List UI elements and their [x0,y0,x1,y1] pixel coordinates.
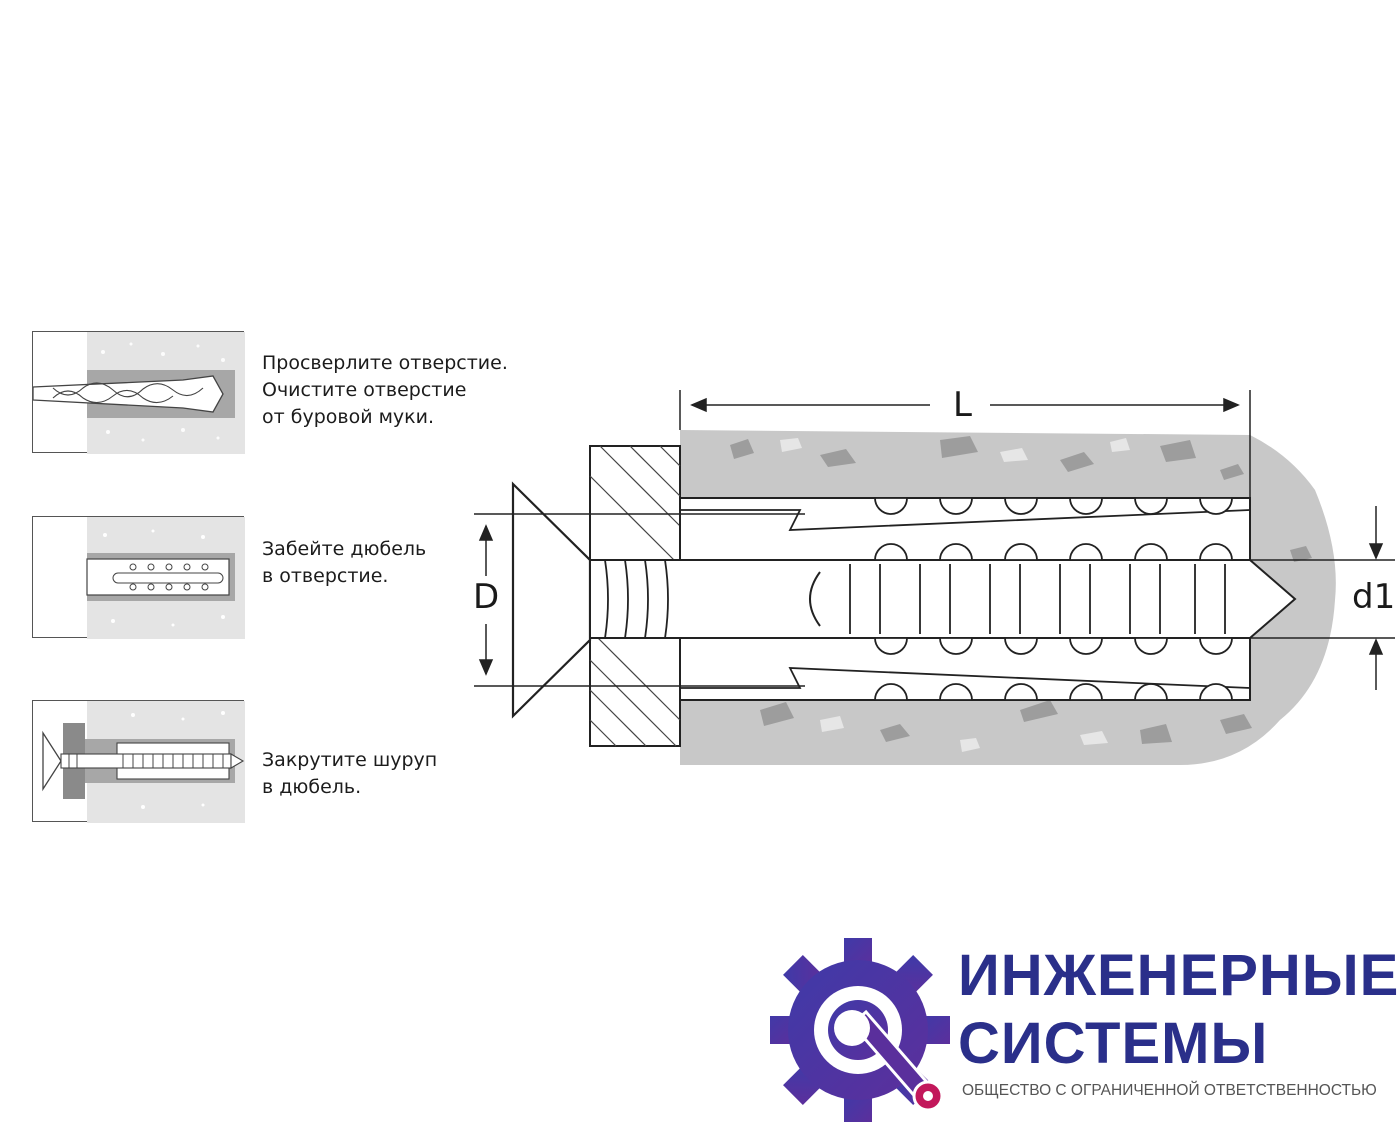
plate-hatching [589,445,681,747]
step-2-line-2: в отверстие. [262,565,389,587]
logo-title-line-1: ИНЖЕНЕРНЫЕ [958,943,1400,1008]
step-3-line-1: Закрутите шуруп [262,749,438,771]
dimension-lines [474,390,1395,690]
dimension-length-label: L [953,385,972,425]
step-1-line-3: от буровой муки. [262,406,435,428]
logo-title-line-2: СИСТЕМЫ [958,1011,1269,1076]
step-3-line-2: в дюбель. [262,776,362,798]
step-1-text: Просверлите отверстие. Очистите отверсти… [262,350,562,431]
step-3-panel [32,700,245,823]
dimension-diameter-label: D [473,577,500,617]
logo-subtitle: ОБЩЕСТВО С ОГРАНИЧЕННОЙ ОТВЕТСТВЕННОСТЬЮ [962,1082,1377,1099]
step-1-line-2: Очистите отверстие [262,379,467,401]
screw-head [511,481,592,719]
drill-icon [33,332,245,454]
step-1-panel [32,331,245,454]
step-2-line-1: Забейте дюбель [262,538,427,560]
screw-threads [604,559,1226,639]
gear-wrench-icon [766,938,950,1122]
dowel-teeth [874,497,1233,701]
step-2-text: Забейте дюбель в отверстие. [262,536,562,590]
screw-icon [42,701,245,823]
screw-shaft [589,559,1297,639]
step-3-text: Закрутите шуруп в дюбель. [262,747,562,801]
concrete-aggregate [730,436,1312,744]
step-1-line-1: Просверлите отверстие. [262,352,508,374]
company-logo: ИНЖЕНЕРНЫЕ СИСТЕМЫ ОБЩЕСТВО С ОГРАНИЧЕНН… [766,920,1398,1140]
concrete-light-aggregate [780,438,1130,752]
dowel-icon [86,517,245,639]
dimension-screw-diameter-label: d1 [1352,577,1396,617]
step-2-panel [32,516,245,639]
dowel-cross-section [474,390,1395,765]
